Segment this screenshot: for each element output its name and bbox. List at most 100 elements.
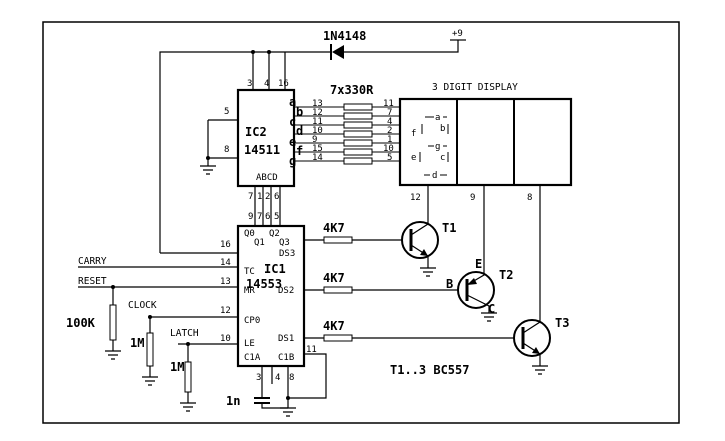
digit-segments <box>419 116 449 176</box>
ic1-pin-10: 10 <box>220 334 231 344</box>
ic2-out-b: b <box>296 105 303 119</box>
ic2-out-c: c <box>289 115 296 129</box>
rarr-right-pin-6: 10 <box>383 144 394 154</box>
diagram-frame <box>42 21 680 424</box>
seg-c: c <box>440 153 445 163</box>
base-resistors <box>304 236 514 342</box>
latch-label: LATCH <box>170 328 199 339</box>
r-base-2-label: 4K7 <box>323 271 345 285</box>
ic2-abcd: ABCD <box>256 173 278 183</box>
three-digit-display <box>398 97 573 187</box>
seg-d: d <box>432 171 437 181</box>
ic2-pin-3: 3 <box>247 79 252 89</box>
rarr-right-pin-1: 11 <box>383 99 394 109</box>
ic1-q1: Q1 <box>254 238 265 248</box>
transistor-t3 <box>513 185 551 375</box>
display-pin-9: 9 <box>470 193 475 203</box>
rarr-left-pin-4: 10 <box>312 126 323 136</box>
rarr-left-pin-7: 14 <box>312 153 323 163</box>
ic1-tc: TC <box>244 267 255 277</box>
ic2-pin-16: 16 <box>278 79 289 89</box>
rarr-left-pin-3: 11 <box>312 117 323 127</box>
seg-b: b <box>440 124 445 134</box>
ic2-name: IC2 <box>245 125 267 139</box>
ic2-out-f: f <box>296 144 303 158</box>
r-clock-label: 1M <box>130 336 144 350</box>
ic2-out-a: a <box>289 95 296 109</box>
t2-label: T2 <box>499 268 513 282</box>
rarr-right-pin-2: 7 <box>387 108 392 118</box>
seg-f: f <box>411 129 416 139</box>
ic1-pin-16: 16 <box>220 240 231 250</box>
reset-label: RESET <box>78 276 107 287</box>
seg-e: e <box>411 153 416 163</box>
seg-g: g <box>435 142 440 152</box>
rarr-right-pin-4: 2 <box>387 126 392 136</box>
display-pin-12: 12 <box>410 193 421 203</box>
rarr-left-pin-5: 9 <box>312 135 317 145</box>
ic2-out-e: e <box>289 135 296 149</box>
display-title: 3 DIGIT DISPLAY <box>432 82 518 93</box>
supply-label: +9 <box>452 29 463 39</box>
diode-1n4148: 1N4148 <box>323 29 366 60</box>
ic2-pin-2: 2 <box>265 192 270 202</box>
ic1-le: LE <box>244 339 255 349</box>
rarr-left-pin-1: 13 <box>312 99 323 109</box>
ic1-pin-9: 9 <box>248 212 253 222</box>
t2-c-label: C <box>488 302 495 316</box>
carry-label: CARRY <box>78 256 107 267</box>
ground-icon <box>200 158 216 175</box>
ic1-q0: Q0 <box>244 229 255 239</box>
transistor-t1 <box>401 185 439 277</box>
ic1-c1a: C1A <box>244 353 261 363</box>
ic2-pin-8: 8 <box>224 145 229 155</box>
ic1-pin-12: 12 <box>220 306 231 316</box>
rarr-right-pin-5: 1 <box>387 135 392 145</box>
diode-label: 1N4148 <box>323 29 366 43</box>
resistor-1m-latch <box>180 342 196 412</box>
ic2-block <box>236 88 296 188</box>
ic2-pin-7: 7 <box>248 192 253 202</box>
r-reset-label: 100K <box>66 316 96 330</box>
ic1-name: IC1 <box>264 262 286 276</box>
ic1-cp0: CP0 <box>244 316 260 326</box>
ic1-q2: Q2 <box>269 229 280 239</box>
rarr-right-pin-7: 5 <box>387 153 392 163</box>
ic1-block <box>236 224 306 368</box>
ic2-part: 14511 <box>244 143 280 157</box>
r-latch-label: 1M <box>170 360 184 374</box>
resistor-array <box>294 103 400 165</box>
ic1-ds2: DS2 <box>278 286 294 296</box>
ic1-pin-3: 3 <box>256 373 261 383</box>
ic2-pin-5: 5 <box>224 107 229 117</box>
ic1-part: 14553 <box>246 277 282 291</box>
ic1-ds1: DS1 <box>278 334 294 344</box>
rarr-left-pin-2: 12 <box>312 108 323 118</box>
resistor-100k <box>105 285 121 360</box>
ic1-q3: Q3 <box>279 238 290 248</box>
t1-label: T1 <box>442 221 456 235</box>
ic1-pin-8: 8 <box>289 373 294 383</box>
transistor-t2 <box>457 185 497 322</box>
cap-label: 1n <box>226 394 240 408</box>
display-pin-8: 8 <box>527 193 532 203</box>
r-base-3-label: 4K7 <box>323 319 345 333</box>
ic1-pin-5: 5 <box>274 212 279 222</box>
supply-rail <box>159 39 466 253</box>
ground-icon <box>280 407 296 417</box>
t3-label: T3 <box>555 316 569 330</box>
ic1-ds3: DS3 <box>279 249 295 259</box>
ic1-pin-4: 4 <box>275 373 280 383</box>
resistor-1m-clock <box>142 315 158 386</box>
rarr-right-pin-3: 4 <box>387 117 392 127</box>
ic2-pin-4: 4 <box>264 79 269 89</box>
rarr-left-pin-6: 15 <box>312 144 323 154</box>
t2-e-label: E <box>475 257 482 271</box>
ic1-pin-11: 11 <box>306 345 317 355</box>
ic2-pin-6: 6 <box>274 192 279 202</box>
ic2-out-d: d <box>296 124 303 138</box>
ic1-pin-14: 14 <box>220 258 231 268</box>
ic2-pin-1: 1 <box>257 192 262 202</box>
r-base-1-label: 4K7 <box>323 221 345 235</box>
ic1-pin-6: 6 <box>265 212 270 222</box>
